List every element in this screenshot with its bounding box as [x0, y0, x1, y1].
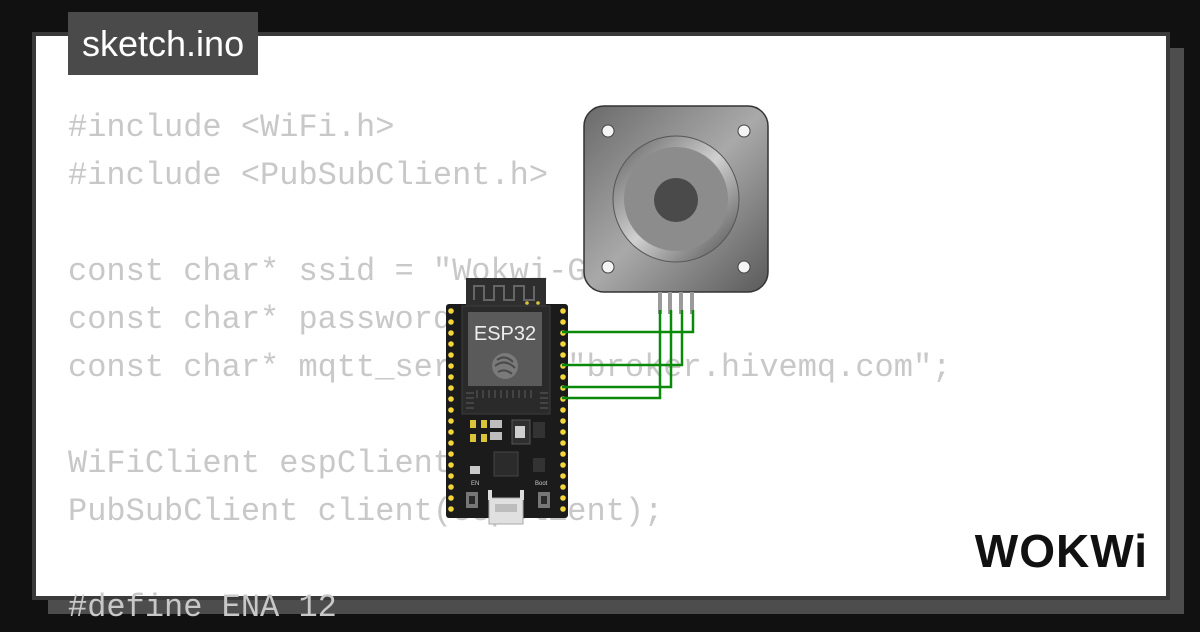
header-pin: [560, 319, 566, 325]
header-pin: [560, 473, 566, 479]
header-pin: [560, 484, 566, 490]
en-button[interactable]: [466, 492, 478, 508]
header-pin: [448, 363, 454, 369]
header-pin: [448, 473, 454, 479]
wire: [562, 310, 673, 389]
code-line: #include <WiFi.h>: [68, 109, 395, 146]
header-pin: [448, 385, 454, 391]
header-pin: [448, 451, 454, 457]
left-pin-header: [448, 308, 454, 512]
header-pin: [560, 495, 566, 501]
file-tab[interactable]: sketch.ino: [68, 12, 259, 75]
code-line: #define ENA 12: [68, 589, 337, 626]
header-pin: [560, 451, 566, 457]
wire: [562, 310, 662, 400]
header-pin: [448, 407, 454, 413]
header-pin: [560, 308, 566, 314]
wire: [562, 310, 695, 334]
wiring: [562, 310, 695, 400]
boot-button[interactable]: [538, 492, 550, 508]
header-pin: [560, 506, 566, 512]
en-label: EN: [471, 481, 479, 487]
header-pin: [560, 440, 566, 446]
header-pin: [560, 352, 566, 358]
header-pin: [448, 308, 454, 314]
header-pin: [448, 374, 454, 380]
header-pin: [448, 330, 454, 336]
header-pin: [560, 462, 566, 468]
wire: [562, 310, 684, 367]
header-pin: [560, 418, 566, 424]
right-pin-header: [560, 308, 566, 512]
usb-port-icon: [488, 490, 524, 525]
header-pin: [448, 319, 454, 325]
header-pin: [448, 506, 454, 512]
code-line: #include <PubSubClient.h>: [68, 157, 549, 194]
header-pin: [448, 341, 454, 347]
header-pin: [448, 352, 454, 358]
espressif-logo-icon: [492, 353, 518, 379]
header-pin: [560, 407, 566, 413]
header-pin: [448, 495, 454, 501]
header-pin: [560, 429, 566, 435]
header-pin: [448, 462, 454, 468]
esp32-board[interactable]: ESP32: [446, 278, 568, 525]
header-pin: [448, 440, 454, 446]
wokwi-logo[interactable]: WOKWi: [974, 525, 1148, 577]
header-pin: [560, 341, 566, 347]
stepper-motor[interactable]: [583, 105, 769, 314]
code-preview: #include <WiFi.h> #include <PubSubClient.…: [68, 104, 951, 632]
header-pin: [448, 396, 454, 402]
header-pin: [560, 374, 566, 380]
header-pin: [448, 429, 454, 435]
esp32-label: ESP32: [474, 323, 536, 345]
header-pin: [448, 418, 454, 424]
boot-label: Boot: [535, 481, 548, 487]
code-line: WiFiClient espClient;: [68, 445, 472, 482]
header-pin: [448, 484, 454, 490]
